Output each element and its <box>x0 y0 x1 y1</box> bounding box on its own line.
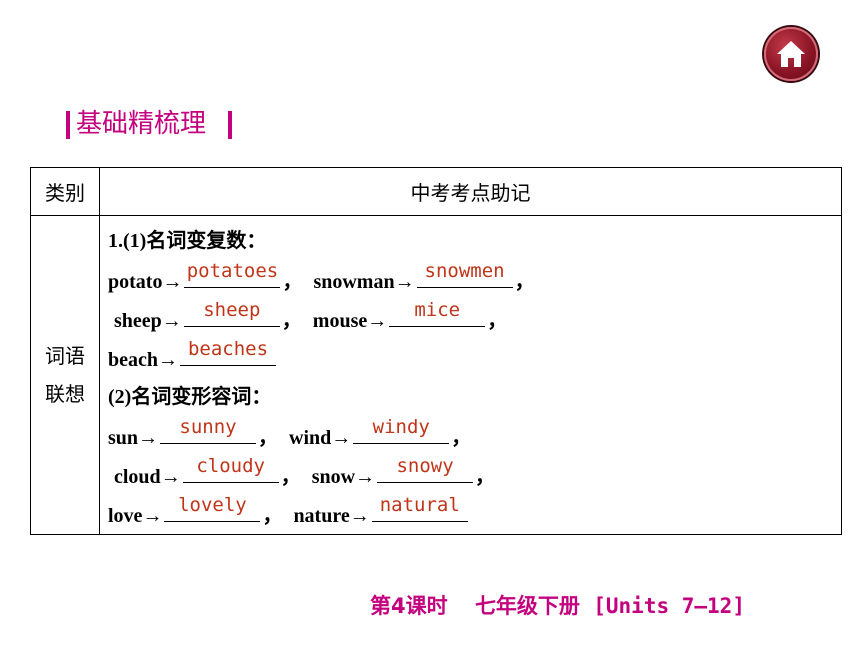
home-button[interactable] <box>764 27 818 81</box>
adjective-line-2: cloud→cloudy， snow→snowy， <box>108 456 841 495</box>
category-line-1: 词语 <box>45 344 85 368</box>
answer-potato: potatoes <box>186 260 279 282</box>
answer-mouse: mice <box>414 299 461 321</box>
item1-heading-line: 1.(1)名词变复数： <box>108 222 841 261</box>
answer-beach: beaches <box>187 338 269 360</box>
arrow: → <box>160 466 181 488</box>
title-bar-right <box>228 110 233 139</box>
header-category: 类别 <box>30 167 100 216</box>
blank-sheep[interactable]: sheep <box>183 299 280 327</box>
word-sun: sun <box>108 427 139 449</box>
blank-nature[interactable]: natural <box>371 494 468 522</box>
comma: ， <box>262 505 283 527</box>
arrow: → <box>138 427 159 449</box>
arrow: → <box>142 505 163 527</box>
answer-snowman: snowmen <box>424 260 505 282</box>
title-bar-left <box>66 110 70 139</box>
answer-cloud: cloudy <box>196 455 265 477</box>
answer-nature: natural <box>379 494 460 516</box>
word-cloud: cloud <box>114 466 161 488</box>
answer-sun: sunny <box>179 416 237 438</box>
home-icon <box>777 41 805 67</box>
category-cell: 词语 联想 <box>30 215 100 535</box>
comma: ， <box>514 271 535 293</box>
word-sheep: sheep <box>114 310 162 332</box>
adjective-line-3: love→lovely， nature→natural <box>108 495 841 534</box>
footer-lesson: 第4课时 <box>370 594 448 618</box>
word-wind: wind <box>289 427 332 449</box>
arrow: → <box>355 466 376 488</box>
comma: ， <box>451 427 472 449</box>
arrow: → <box>331 427 352 449</box>
blank-potato[interactable]: potatoes <box>184 260 281 288</box>
comma: ， <box>280 466 301 488</box>
blank-snowman[interactable]: snowmen <box>416 260 513 288</box>
vocab-table: 类别 中考考点助记 词语 联想 1.(1)名词变复数： potato→potat… <box>30 167 842 535</box>
arrow: → <box>367 310 388 332</box>
adjective-line-1: sun→sunny， wind→windy， <box>108 417 841 456</box>
section-title: 基础精梳理 <box>60 104 238 144</box>
category-line-2: 联想 <box>45 382 85 406</box>
word-snow: snow <box>311 466 356 488</box>
comma: ， <box>475 466 496 488</box>
blank-love[interactable]: lovely <box>164 494 261 522</box>
plural-line-3: beach→ beaches <box>108 339 841 378</box>
table-row: 词语 联想 1.(1)名词变复数： potato→potatoes， snowm… <box>30 215 842 535</box>
blank-mouse[interactable]: mice <box>389 299 486 327</box>
word-love: love <box>108 505 143 527</box>
comma: ， <box>282 271 303 293</box>
comma: ， <box>281 310 302 332</box>
section-title-text: 基础精梳理 <box>76 109 207 139</box>
word-snowman: snowman <box>313 271 395 293</box>
comma: ， <box>258 427 279 449</box>
footer-caption: 第4课时 七年级下册 [Units 7—12] <box>370 590 745 620</box>
arrow: → <box>158 349 178 371</box>
word-potato: potato <box>108 271 163 293</box>
arrow: → <box>394 271 415 293</box>
blank-beach[interactable]: beaches <box>180 339 276 366</box>
item2-heading: (2)名词变形容词： <box>108 386 272 408</box>
word-beach: beach <box>108 349 158 371</box>
blank-wind[interactable]: windy <box>353 416 450 444</box>
arrow: → <box>162 271 183 293</box>
arrow: → <box>349 505 370 527</box>
word-nature: nature <box>293 505 350 527</box>
blank-snow[interactable]: snowy <box>377 455 474 483</box>
item2-heading-line: (2)名词变形容词： <box>108 378 841 417</box>
answer-snow: snowy <box>396 455 454 477</box>
header-content: 中考考点助记 <box>99 167 842 216</box>
content-cell: 1.(1)名词变复数： potato→potatoes， snowman→sno… <box>99 215 842 535</box>
word-mouse: mouse <box>312 310 368 332</box>
blank-sun[interactable]: sunny <box>160 416 257 444</box>
footer-book: 七年级下册 <box>474 594 580 618</box>
plural-line-2: sheep→sheep， mouse→mice， <box>108 300 841 339</box>
comma: ， <box>487 310 508 332</box>
arrow: → <box>161 310 182 332</box>
table-header-row: 类别 中考考点助记 <box>30 167 842 216</box>
item1-heading: 1.(1)名词变复数： <box>108 230 267 252</box>
answer-wind: windy <box>372 416 430 438</box>
footer-units: [Units 7—12] <box>593 594 745 618</box>
blank-cloud[interactable]: cloudy <box>182 455 279 483</box>
plural-line-1: potato→potatoes， snowman→snowmen， <box>108 261 841 300</box>
answer-love: lovely <box>178 494 247 516</box>
answer-sheep: sheep <box>203 299 261 321</box>
